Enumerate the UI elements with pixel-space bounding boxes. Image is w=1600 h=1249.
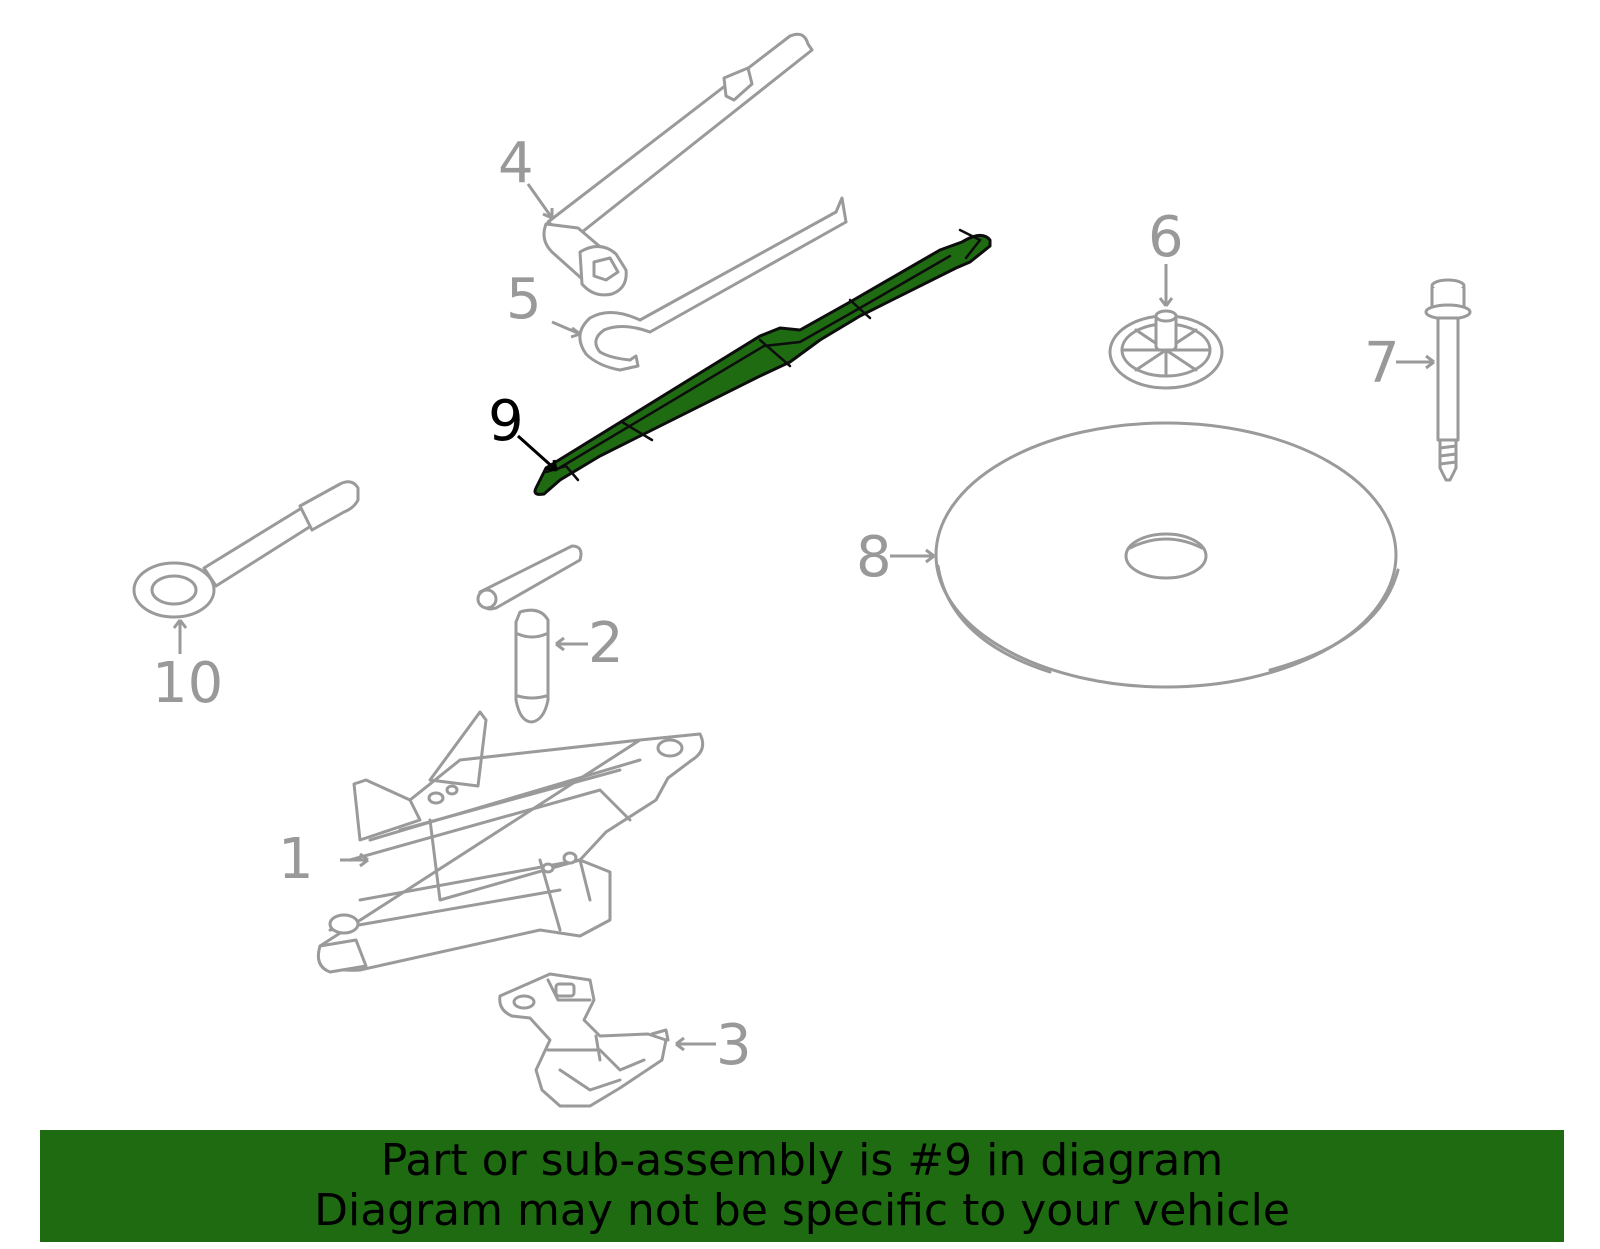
callout-5: 5 (506, 267, 542, 332)
callout-4: 4 (498, 131, 534, 196)
part-10-tow-eye[interactable] (132, 480, 360, 619)
callout-3: 3 (716, 1013, 752, 1078)
callout-8: 8 (856, 525, 892, 590)
leader-lines (172, 183, 1435, 1052)
part-8-cover[interactable] (934, 421, 1400, 689)
part-7-bolt[interactable] (1424, 278, 1472, 482)
info-banner: Part or sub-assembly is #9 in diagram Di… (40, 1130, 1564, 1242)
part-1-scissor-jack[interactable] (316, 710, 705, 974)
callout-9: 9 (488, 389, 524, 454)
part-2-t-handle[interactable] (476, 544, 583, 724)
callout-numbers: 1 2 3 4 5 6 7 8 9 10 (152, 131, 1400, 1078)
part-9-tie-down-strap[interactable] (533, 228, 992, 496)
banner-line-2: Diagram may not be specific to your vehi… (314, 1185, 1290, 1236)
part-4-lug-wrench[interactable] (542, 32, 814, 297)
callout-10: 10 (152, 651, 223, 716)
part-3-bracket[interactable] (498, 972, 670, 1108)
part-6-hold-down[interactable] (1108, 309, 1224, 390)
callout-6: 6 (1148, 205, 1184, 270)
banner-line-1: Part or sub-assembly is #9 in diagram (380, 1135, 1224, 1186)
callout-2: 2 (588, 611, 624, 676)
callout-1: 1 (278, 827, 314, 892)
part-5-jack-handle[interactable] (578, 196, 848, 372)
callout-7: 7 (1364, 331, 1400, 396)
